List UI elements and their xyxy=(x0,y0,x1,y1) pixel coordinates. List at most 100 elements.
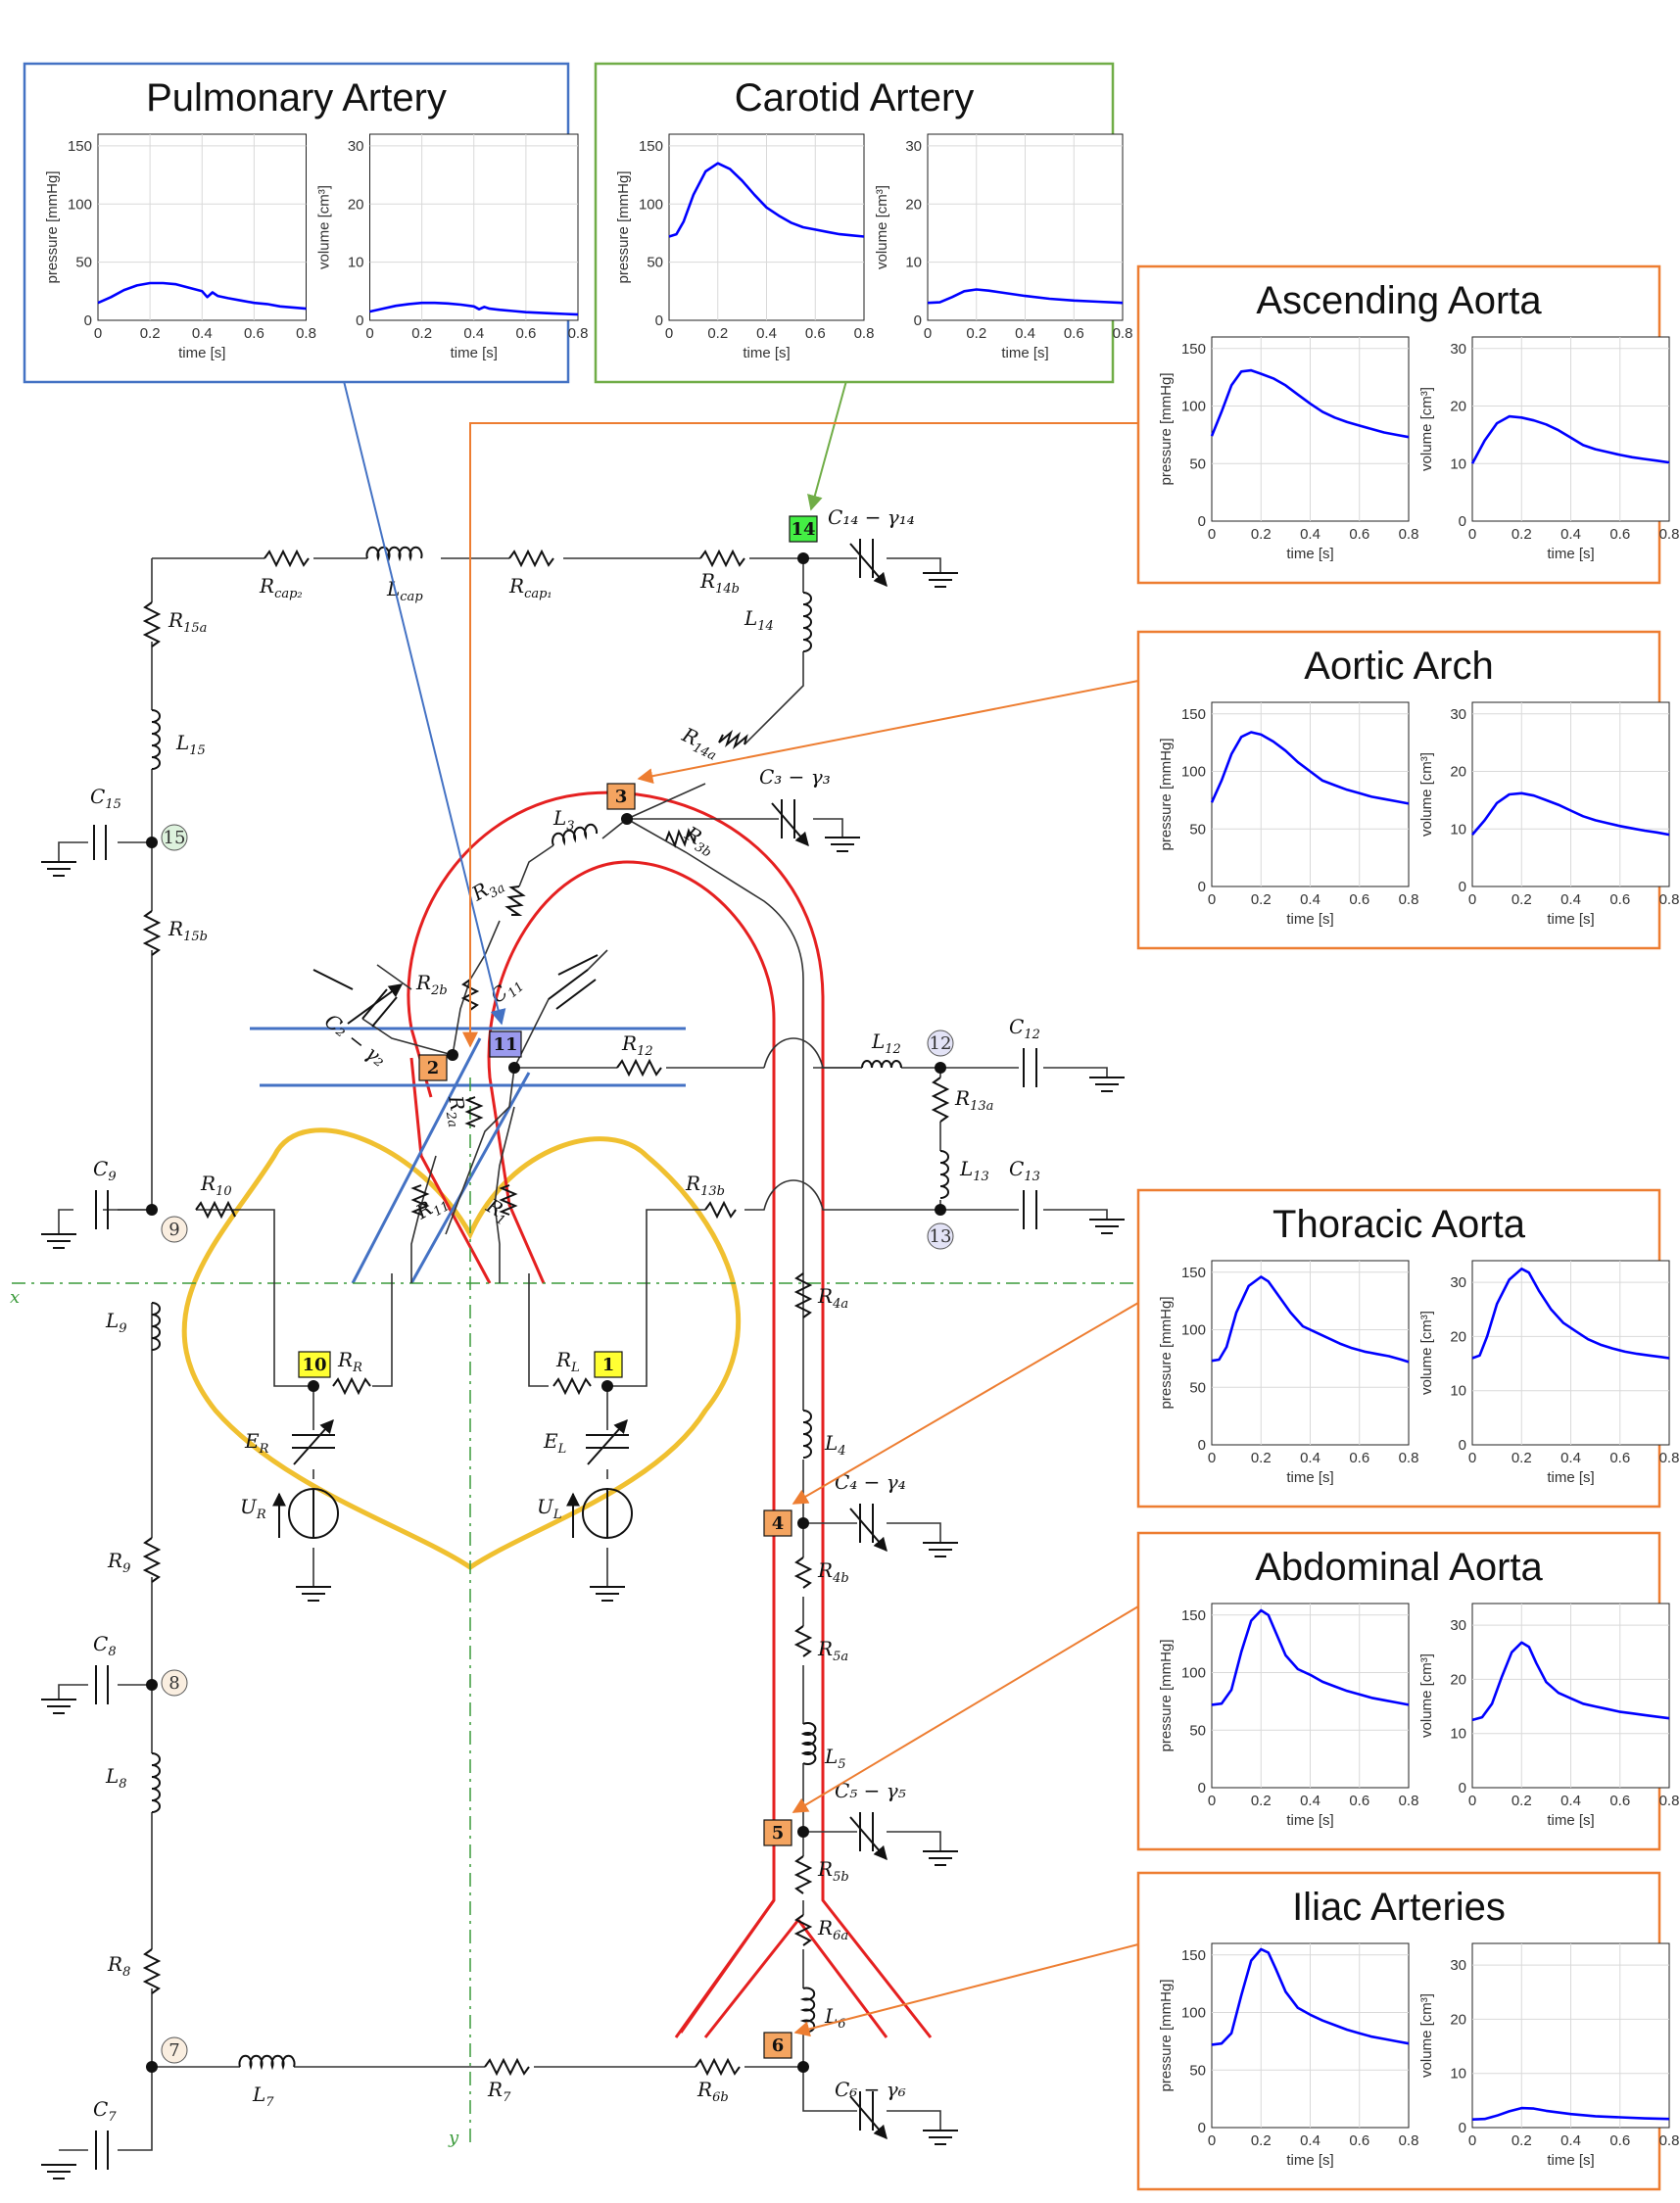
thoracic-aorta-pressure-ytick: 50 xyxy=(1189,1379,1206,1396)
aortic-arch-volume-xtick: 0.2 xyxy=(1512,891,1532,908)
resistor-r7-icon xyxy=(484,2057,530,2077)
label-l8: L8 xyxy=(105,1764,127,1792)
capacitor-c2-arrow-icon xyxy=(347,983,404,1025)
iliac-branch-mid xyxy=(703,1919,888,2038)
thoracic-aorta-volume-xtick: 0.8 xyxy=(1659,1450,1680,1466)
label-r4b: R4b xyxy=(817,1558,849,1586)
carotid-artery-volume-ytick: 0 xyxy=(914,312,922,329)
label-r6b: R6b xyxy=(696,2078,729,2105)
iliac-branch-left xyxy=(679,1899,776,2034)
pulmonary-artery-volume-xtick: 0.6 xyxy=(515,325,536,342)
ascending-aorta-volume-ylabel: volume [cm³] xyxy=(1418,387,1435,471)
carotid-artery-volume-xlabel: time [s] xyxy=(1001,345,1048,361)
pulmonary-artery-wall-a xyxy=(250,1027,686,1087)
svg-text:2: 2 xyxy=(427,1058,440,1078)
resistor-r9-icon xyxy=(142,1537,162,1583)
ascending-aorta-volume-ytick: 0 xyxy=(1459,513,1466,530)
node-13-marker: 13 xyxy=(927,1222,954,1250)
thoracic-aorta-volume-xlabel: time [s] xyxy=(1547,1469,1594,1486)
inductor-lcap-icon xyxy=(365,546,423,562)
ascending-aorta-volume-curve xyxy=(1470,414,1670,464)
abdominal-aorta-volume-curve xyxy=(1471,1641,1670,1722)
label-r4a: R4a xyxy=(817,1284,848,1312)
label-c5: C₅ − γ₅ xyxy=(835,1779,906,1802)
ascending-aorta-pressure-ylabel: pressure [mmHg] xyxy=(1158,372,1175,485)
aortic-arch-pressure-xtick: 0.6 xyxy=(1349,891,1369,908)
carotid-artery-pressure-ytick: 150 xyxy=(639,138,663,155)
label-lcap: Lcap xyxy=(386,577,423,604)
node-2-marker: 2 xyxy=(418,1054,448,1081)
inductor-l14-icon xyxy=(802,592,812,652)
pulmonary-artery-pressure-xtick: 0.2 xyxy=(140,325,161,342)
label-r7: R7 xyxy=(487,2078,511,2105)
ascending-aorta-title: Ascending Aorta xyxy=(1256,279,1542,322)
label-l14: L14 xyxy=(744,606,774,634)
thoracic-aorta-pressure-xtick: 0.6 xyxy=(1349,1450,1369,1466)
aortic-arch-volume-xtick: 0.4 xyxy=(1560,891,1581,908)
label-r12: R12 xyxy=(621,1031,653,1059)
capacitor-c11-icon xyxy=(548,969,597,1010)
pulmonary-artery-pressure-ytick: 100 xyxy=(68,196,92,213)
aortic-arch-pressure-ytick: 100 xyxy=(1181,764,1206,781)
carotid-artery-pressure-xtick: 0.8 xyxy=(854,325,875,342)
ascending-aorta-connector-arrow xyxy=(462,422,1138,1048)
carotid-artery-pressure-xtick: 0 xyxy=(665,325,673,342)
label-l7: L7 xyxy=(252,2083,274,2110)
carotid-artery-pressure-ylabel: pressure [mmHg] xyxy=(615,170,632,283)
carotid-artery-volume-xtick: 0.6 xyxy=(1064,325,1084,342)
node-12-marker: 12 xyxy=(927,1030,954,1057)
label-rcap1: Rcap₁ xyxy=(508,574,552,601)
carotid-artery-volume-xtick: 0.8 xyxy=(1113,325,1133,342)
junction-dots xyxy=(146,552,946,2073)
elastance-el-arrow-icon xyxy=(587,1418,628,1465)
label-l13: L13 xyxy=(959,1157,989,1184)
thoracic-aorta-pressure-xtick: 0 xyxy=(1208,1450,1216,1466)
label-l9: L9 xyxy=(105,1309,127,1336)
aortic-arch-volume-ylabel: volume [cm³] xyxy=(1418,752,1435,837)
aorta-inner-left-wall xyxy=(409,1057,492,1284)
aortic-arch-volume-ytick: 10 xyxy=(1450,821,1466,838)
abdominal-aorta-pressure-xtick: 0 xyxy=(1208,1793,1216,1809)
abdominal-aorta-volume-xtick: 0.4 xyxy=(1560,1793,1581,1809)
iliac-arteries-volume-xtick: 0 xyxy=(1468,2132,1476,2149)
carotid-artery-pressure-ytick: 100 xyxy=(639,196,663,213)
abdominal-aorta-volume-xtick: 0.6 xyxy=(1609,1793,1630,1809)
svg-text:5: 5 xyxy=(772,1823,785,1844)
label-l3: L3 xyxy=(552,806,575,834)
abdominal-aorta-pressure-xtick: 0.4 xyxy=(1300,1793,1320,1809)
abdominal-aorta-pressure-ytick: 150 xyxy=(1181,1607,1206,1624)
aortic-arch-title: Aortic Arch xyxy=(1304,645,1493,688)
thoracic-aorta-volume-xtick: 0 xyxy=(1468,1450,1476,1466)
svg-text:9: 9 xyxy=(168,1220,179,1240)
node-15-marker: 15 xyxy=(161,824,188,851)
ascending-aorta-volume-xtick: 0.4 xyxy=(1560,526,1581,543)
aortic-arch-volume-xtick: 0 xyxy=(1468,891,1476,908)
pulmonary-artery-volume-ytick: 20 xyxy=(348,196,364,213)
carotid-artery-pressure-xtick: 0.4 xyxy=(756,325,777,342)
label-rcap2: Rcap₂ xyxy=(259,574,303,601)
ascending-aorta-pressure-xtick: 0.2 xyxy=(1251,526,1272,543)
thoracic-aorta-connector-arrow xyxy=(792,1302,1139,1505)
resistor-r6b-icon xyxy=(695,2057,741,2077)
label-r3b: R3b xyxy=(679,821,720,861)
ascending-aorta-pressure-ytick: 100 xyxy=(1181,399,1206,415)
svg-text:15: 15 xyxy=(164,828,186,848)
pulmonary-artery-volume-xlabel: time [s] xyxy=(451,345,498,361)
aortic-arch-volume-curve xyxy=(1471,791,1670,837)
svg-text:13: 13 xyxy=(930,1226,952,1247)
thoracic-aorta-volume-xtick: 0.4 xyxy=(1560,1450,1581,1466)
thoracic-aorta-pressure-xlabel: time [s] xyxy=(1286,1469,1333,1486)
ground-icons xyxy=(41,572,1125,2179)
pulmonary-artery-pressure-xtick: 0.8 xyxy=(296,325,316,342)
ascending-aorta-volume-xtick: 0 xyxy=(1468,526,1476,543)
thoracic-aorta-pressure-xtick: 0.2 xyxy=(1251,1450,1272,1466)
thoracic-aorta-volume-ylabel: volume [cm³] xyxy=(1418,1311,1435,1395)
carotid-connector-arrow xyxy=(807,376,848,511)
circuit-symbols xyxy=(41,539,1125,2179)
